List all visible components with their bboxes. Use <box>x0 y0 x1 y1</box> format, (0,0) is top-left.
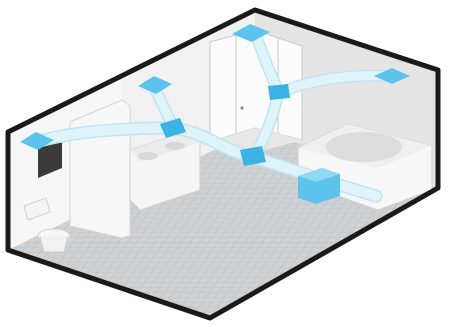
partition-wall <box>70 100 130 238</box>
